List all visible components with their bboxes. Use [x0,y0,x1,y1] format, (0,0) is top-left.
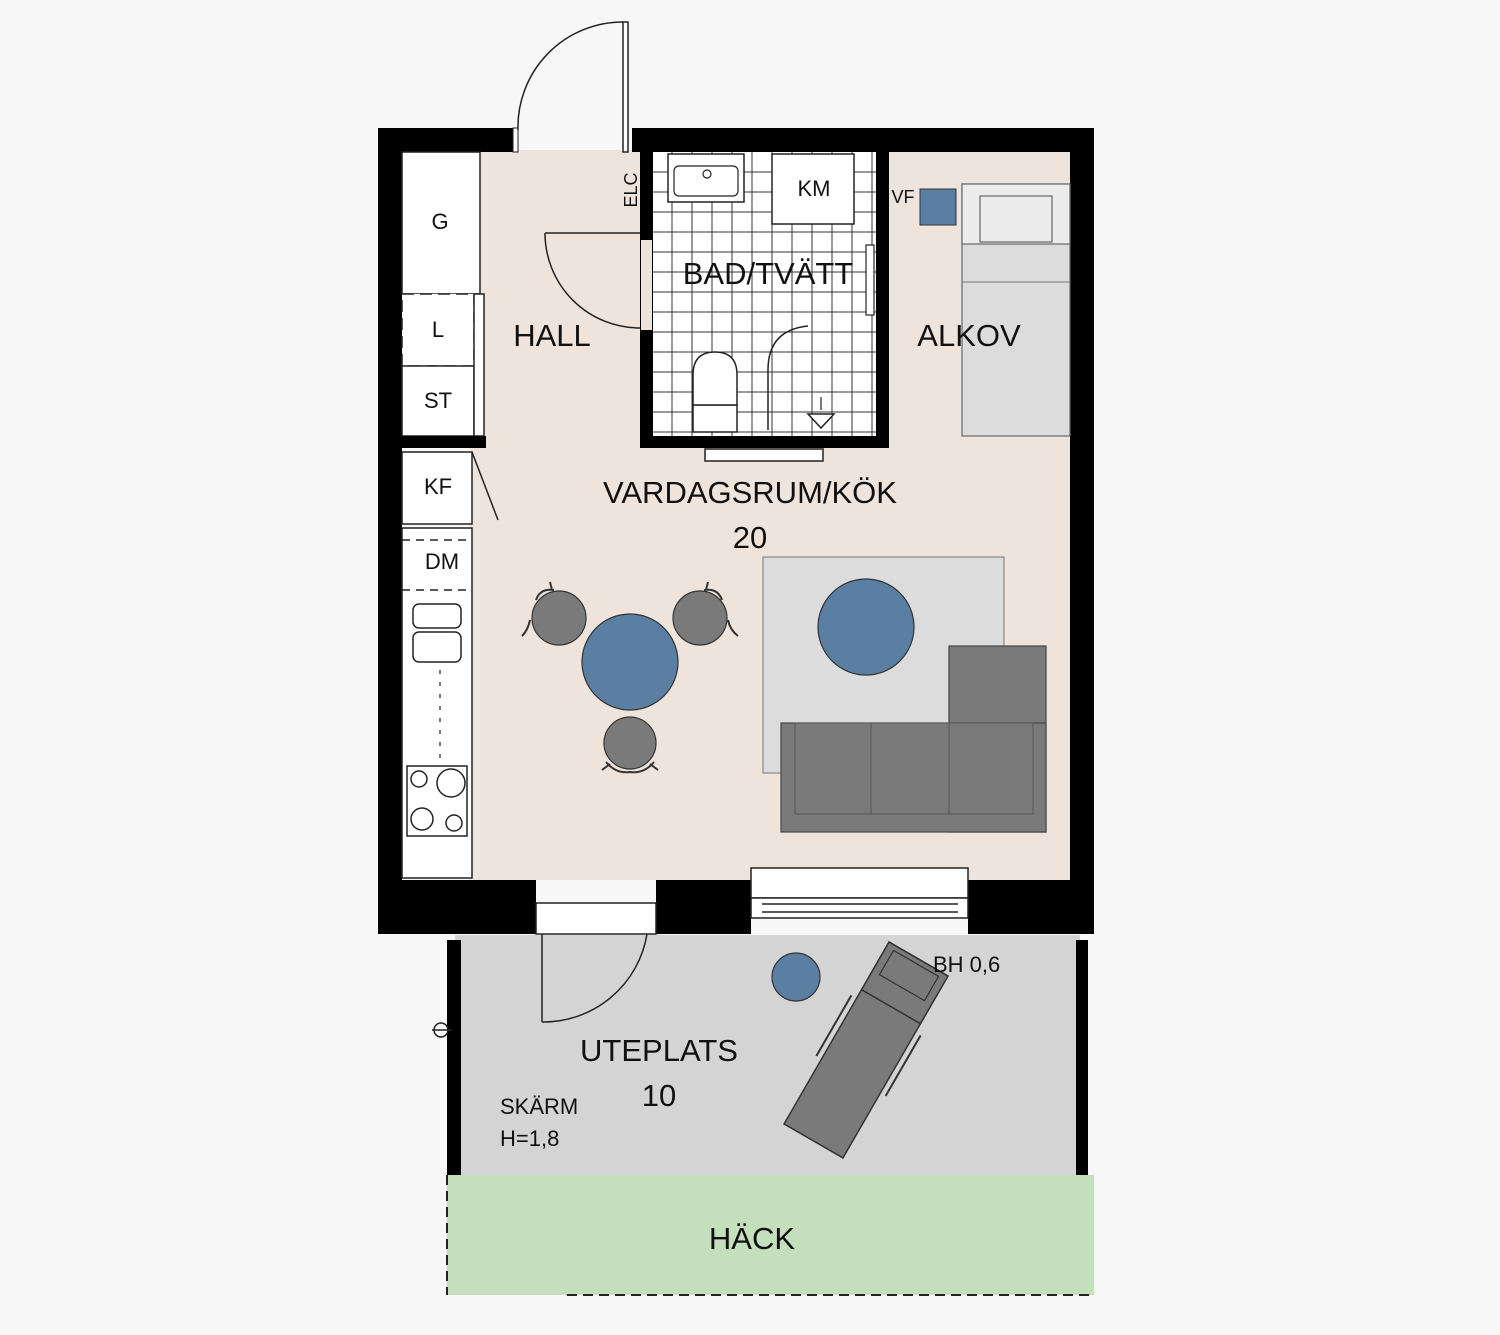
sofa-seat-2 [870,722,950,815]
patio-table [771,952,821,1002]
hedge-area [447,1175,1094,1295]
elc-label: ELC [621,172,641,207]
entrance-door-frame-left [512,127,519,153]
wall-bottom-a [378,880,536,934]
patio-screen-wall-left [447,940,461,1175]
patio-door-opening [535,902,657,935]
bathroom-wall-bottom [640,436,889,448]
bath-label: BAD/TVÄTT [683,256,854,291]
bathroom-threshold [704,448,824,462]
wall-bottom-c [968,880,1094,934]
entrance-door-swing [517,21,624,131]
washing-machine-km-label: KM [798,176,831,201]
wardrobe-divider [473,293,485,437]
floor-drain-icon [806,413,836,430]
stove-burner-2-icon [436,768,466,798]
sink-basin-b [412,631,462,663]
sun-lounger [783,941,949,1159]
bed-pillow [979,195,1053,243]
patio-door-swing [541,933,648,1023]
dining-chair-3 [601,716,659,774]
entrance-door-leaf [622,21,629,153]
wardrobe-st-label: ST [424,388,452,413]
stove [406,765,468,837]
patio-screen-wall-right [1076,940,1088,1175]
towel-rail [865,244,875,316]
wall-bottom-b [656,880,751,934]
dining-chair-1 [521,581,587,646]
closet-wall [402,436,486,448]
fridge-kf-label: KF [424,474,452,499]
wardrobe-g-label: G [431,209,448,234]
washbasin-drain-icon [702,169,712,179]
toilet [692,404,738,433]
bathroom-door-gap [641,240,652,330]
sink-basin-a [412,603,462,629]
hall-door-swing [544,232,641,329]
shower-screen [767,325,809,430]
wall-right [1070,128,1094,934]
sofa-seat-1 [794,722,872,815]
hedge-label: HÄCK [709,1221,795,1256]
wardrobe-st [401,365,475,437]
vf-label: VF [891,187,914,207]
washbasin-bowl [673,165,739,197]
wall-top-right [632,128,1094,152]
hall-label: HALL [513,318,591,353]
stove-burner-3-icon [410,807,434,831]
dishwasher-dm-label: DM [425,549,459,574]
coffee-table [817,578,915,676]
dining-chair-2 [672,581,739,646]
patio-floor [455,935,1080,1175]
window [750,897,969,919]
washing-machine-km [771,153,855,225]
dining-table [581,613,679,711]
wall-left [378,128,402,934]
screen-note-line2: H=1,8 [500,1126,559,1151]
toilet-bowl [692,351,738,406]
living-label: VARDAGSRUM/KÖK [603,475,897,510]
window-sill [750,867,969,899]
screen-note-line1: SKÄRM [500,1094,578,1119]
patio-label: UTEPLATS [580,1033,738,1068]
wardrobe-l-label: L [432,317,444,342]
wardrobe-g [401,151,481,295]
patio-post-icon [433,1022,449,1038]
vf-square [919,188,957,226]
bathroom-wall-right [876,128,889,448]
stove-burner-4-icon [445,814,463,832]
sofa-seat-3 [948,722,1034,815]
alcove-label: ALKOV [917,318,1021,353]
living-area-label: 20 [733,520,767,555]
patio-area-label: 10 [642,1078,676,1113]
stove-burner-1-icon [410,770,428,788]
bh-note: BH 0,6 [933,952,1000,977]
fridge-door-line [471,451,499,521]
fridge-kf [401,451,473,525]
